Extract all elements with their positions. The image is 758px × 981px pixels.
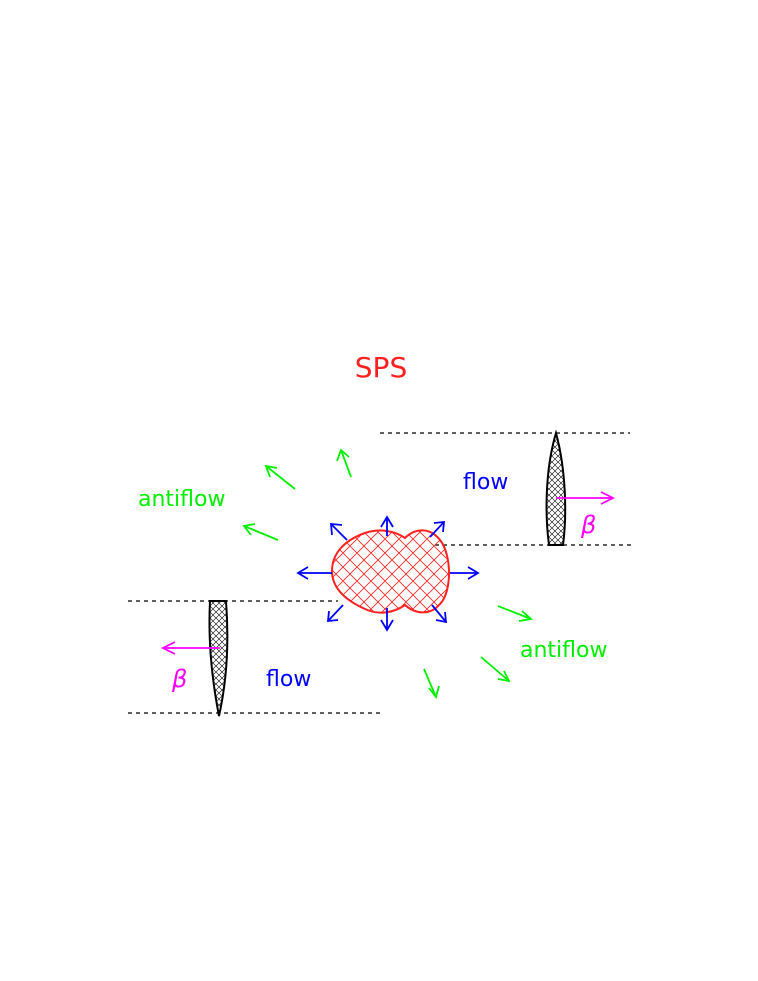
flow-arrow-up xyxy=(380,515,394,536)
antiflow-arrow-1 xyxy=(264,464,296,490)
antiflow-arrow-3 xyxy=(242,523,279,541)
flow-arrow-left xyxy=(296,566,332,580)
flow-arrow-down-right xyxy=(431,604,448,624)
flow-arrow-right xyxy=(450,566,480,580)
upper-nucleus xyxy=(545,429,567,546)
upper-beta-arrow xyxy=(556,491,616,505)
antiflow-arrow-6 xyxy=(423,668,440,699)
flow-arrow-down-left xyxy=(326,604,344,623)
central-fireball xyxy=(330,529,450,614)
lower-beta-label: β xyxy=(171,665,187,693)
lower-nucleus xyxy=(208,600,229,717)
flow-arrow-up-left xyxy=(330,523,348,541)
upper-beta-label: β xyxy=(580,511,596,539)
antiflow-arrow-2 xyxy=(336,448,352,478)
beta-arrows xyxy=(160,491,616,655)
antiflow-arrow-5 xyxy=(480,656,511,683)
lower-beta-arrow xyxy=(160,641,220,655)
flow-label-lower: flow xyxy=(266,667,311,692)
flow-arrow-up-right xyxy=(429,520,446,538)
diagram-title: SPS xyxy=(355,351,407,384)
flow-label-upper: flow xyxy=(463,470,508,495)
antiflow-arrows xyxy=(242,448,534,699)
flow-arrows xyxy=(296,515,480,632)
antiflow-arrow-4 xyxy=(497,605,534,622)
dashed-lines xyxy=(128,432,635,714)
flow-arrow-down xyxy=(380,608,394,632)
antiflow-label-right: antiflow xyxy=(520,638,607,663)
antiflow-label-left: antiflow xyxy=(138,487,225,512)
